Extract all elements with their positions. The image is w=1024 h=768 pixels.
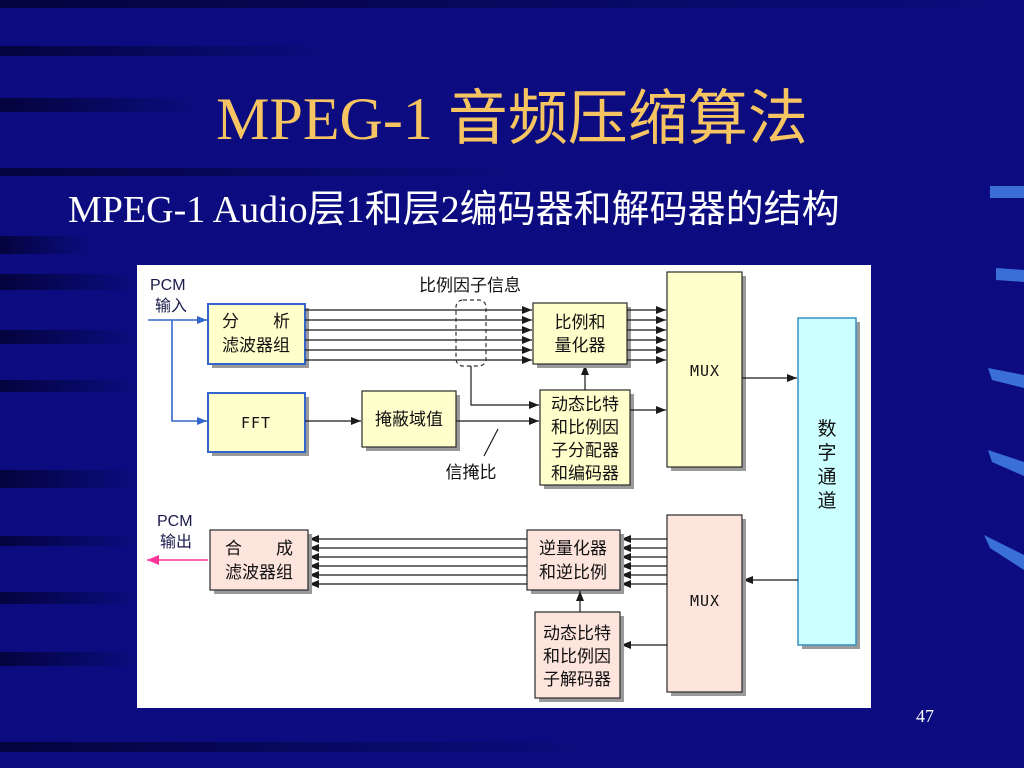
analysis-filterbank-box (207, 303, 306, 365)
digital-channel-block: 数 字 通 道 (797, 317, 860, 649)
mux-encoder-box (666, 271, 743, 468)
demuxed-lines-decoder (621, 535, 667, 588)
smr-label: 信掩比 (446, 463, 497, 482)
bit-decoder-block: 动态比特 和比例因 子解码器 (534, 611, 624, 702)
quantized-lines-encoder (627, 306, 666, 364)
digital-channel-label-char4: 道 (817, 490, 836, 512)
bit-allocator-box (539, 389, 631, 486)
scale-factor-info-tap: 比例因子信息 (419, 276, 539, 409)
slide-title: MPEG-1 音频压缩算法 (216, 86, 808, 152)
scaler-quantizer-label-line1: 比例和 (555, 313, 606, 332)
dequantizer-block: 逆量化器 和逆比例 (526, 529, 624, 594)
synthesis-filterbank-label-line1: 合 成 (225, 539, 293, 558)
fft-label: FFT (241, 414, 271, 432)
decorative-stripe (0, 470, 137, 488)
mux-decoder-box (666, 514, 743, 693)
synthesis-filterbank-box (209, 529, 309, 591)
bit-allocator-block: 动态比特 和比例因 子分配器 和编码器 (539, 389, 634, 489)
subband-lines-decoder (309, 535, 527, 588)
bit-decoder-box (534, 611, 621, 699)
decorative-stripe (0, 98, 200, 112)
scaler-quantizer-box (532, 302, 628, 365)
pcm-output-label-line2: 输出 (160, 533, 192, 551)
decorative-stripe (0, 236, 90, 254)
scale-factor-info-dashed-box (455, 299, 487, 367)
decorative-stripe (0, 330, 137, 344)
scale-factor-to-allocator-arrow (470, 366, 539, 409)
scaler-quantizer-block: 比例和 量化器 (532, 302, 631, 368)
pcm-input-label-line2: 输入 (155, 297, 187, 315)
bit-decoder-label-line3: 子解码器 (543, 670, 611, 689)
page-number: 47 (916, 706, 934, 726)
pcm-output-label: PCM 输出 (157, 513, 193, 551)
dequantizer-label-line1: 逆量化器 (539, 539, 607, 558)
masking-threshold-label: 掩蔽域值 (375, 410, 443, 429)
synthesis-filterbank-label-line2: 滤波器组 (225, 563, 293, 582)
codec-structure-diagram: PCM 输入 分 析 滤波器组 FFT 比例因子信息 (137, 265, 871, 708)
decorative-stripe (0, 742, 600, 752)
decorative-tab (996, 268, 1024, 282)
pcm-input-label-line1: PCM (150, 277, 186, 294)
decorative-tab (984, 535, 1024, 570)
pcm-to-fft-arrow (171, 320, 207, 425)
subband-lines-encoder (305, 306, 532, 364)
pcm-output-label-line1: PCM (157, 513, 193, 530)
digital-channel-box (797, 317, 857, 646)
analysis-filterbank-label-line1: 分 析 (222, 312, 290, 331)
decorative-tab (988, 368, 1024, 388)
smr-pointer-line (483, 428, 499, 457)
analysis-filterbank-block: 分 析 滤波器组 (207, 303, 309, 368)
decorative-stripe (0, 0, 1024, 8)
bit-decoder-label-line2: 和比例因 (543, 647, 611, 666)
fft-box (207, 392, 306, 453)
pcm-input-label: PCM 输入 (150, 277, 187, 315)
slide-subtitle: MPEG-1 Audio层1和层2编码器和解码器的结构 (68, 189, 840, 231)
bit-allocator-label-line4: 和编码器 (551, 464, 619, 483)
masking-threshold-block: 掩蔽域值 (361, 390, 460, 451)
scale-factor-info-label: 比例因子信息 (419, 276, 521, 295)
dequantizer-label-line2: 和逆比例 (539, 563, 607, 582)
digital-channel-label-char2: 字 (817, 442, 836, 464)
mux-decoder-label: MUX (690, 592, 720, 610)
decorative-tab (988, 450, 1024, 476)
decorative-stripe (0, 536, 137, 546)
decorative-stripe (0, 652, 137, 666)
decorative-stripe (0, 46, 330, 56)
mux-decoder-block: MUX (666, 514, 746, 696)
fft-block: FFT (207, 392, 309, 456)
bit-decoder-label-line1: 动态比特 (543, 624, 611, 643)
scaler-quantizer-label-line2: 量化器 (555, 336, 606, 355)
digital-channel-label-char1: 数 (817, 418, 836, 440)
analysis-filterbank-label-line2: 滤波器组 (222, 336, 290, 355)
decorative-tab (990, 186, 1024, 198)
mux-encoder-label: MUX (690, 362, 720, 380)
masking-threshold-box (361, 390, 457, 448)
digital-channel-label-char3: 通 (817, 466, 836, 488)
decorative-stripe (0, 380, 137, 392)
bit-allocator-label-line1: 动态比特 (551, 395, 619, 414)
bit-allocator-label-line2: 和比例因 (551, 418, 619, 437)
decorative-stripe (0, 592, 137, 604)
decorative-stripe (0, 274, 137, 290)
synthesis-filterbank-block: 合 成 滤波器组 (209, 529, 312, 594)
dequantizer-box (526, 529, 621, 591)
bit-allocator-label-line3: 子分配器 (551, 441, 619, 460)
mux-encoder-block: MUX (666, 271, 746, 471)
smr-annotation: 信掩比 (446, 428, 499, 482)
decorative-stripe (0, 168, 520, 176)
